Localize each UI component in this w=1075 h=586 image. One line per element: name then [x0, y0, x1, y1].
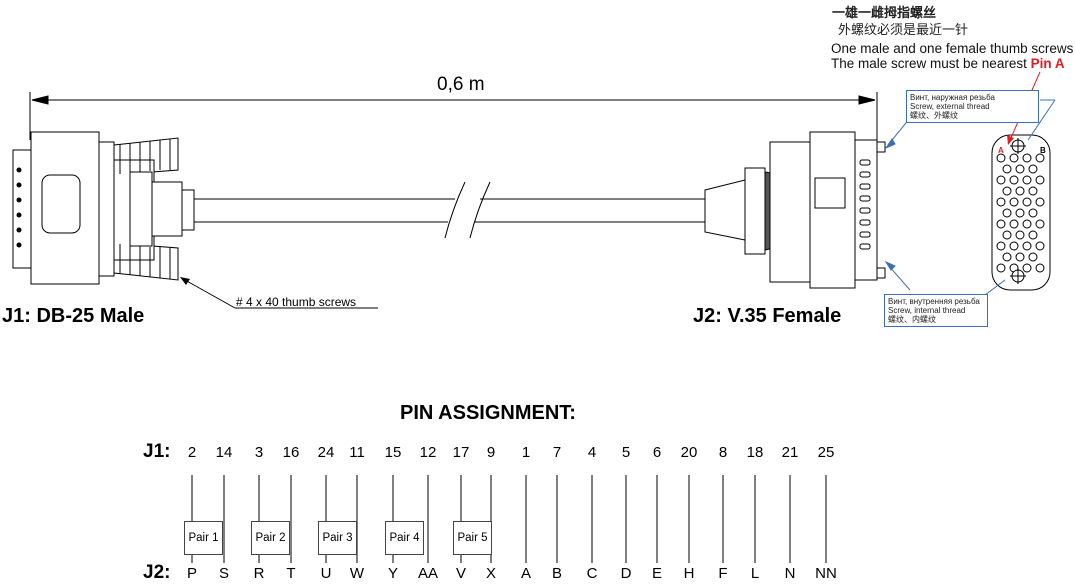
j1-pin: 25 [817, 444, 835, 461]
pair-box: Pair 1 [184, 521, 223, 555]
j2-pin: B [551, 565, 563, 582]
chinese-note-1: 一雄一雌拇指螺丝 [832, 5, 937, 20]
thumb-screws-label: # 4 x 40 thumb screws [236, 295, 357, 309]
j2-pin: R [253, 565, 265, 582]
j2-pin: P [186, 565, 198, 582]
j1-pin: 8 [718, 444, 728, 461]
j2-pin: H [683, 565, 695, 582]
pin-a-mark: A [998, 146, 1004, 155]
j1-title: J1: DB-25 Male [2, 305, 145, 327]
j1-pin: 11 [349, 444, 365, 461]
j2-pin: C [586, 565, 598, 582]
j1-pin: 17 [452, 444, 470, 461]
j2-pin: U [320, 565, 332, 582]
j2-pin: T [286, 565, 296, 582]
english-note-2: The male screw must be nearest Pin A [831, 56, 1065, 71]
j1-pin: 18 [746, 444, 764, 461]
pin-a-label: Pin A [1030, 56, 1065, 71]
callout-external-thread: Винт, наружная резьба Screw, external th… [906, 90, 1039, 123]
j1-connector [12, 131, 195, 285]
callout-line: Винт, внутренняя резьба [888, 297, 980, 306]
pair-box: Pair 2 [251, 521, 290, 555]
j2-pin: F [718, 565, 728, 582]
j1-pin: 6 [652, 444, 662, 461]
j2-pin: X [485, 565, 497, 582]
callout-line: 螺纹、内螺纹 [888, 315, 936, 324]
j1-pin: 21 [781, 444, 799, 461]
j2-label: J2: [143, 562, 171, 583]
cable-length: 0,6 m [437, 74, 485, 95]
j1-pin: 5 [621, 444, 631, 461]
j2-pin: A [520, 565, 532, 582]
j2-pin: V [455, 565, 467, 582]
callout-line: 螺纹、外螺纹 [910, 111, 958, 120]
j1-pin: 24 [317, 444, 335, 461]
j1-pin: 15 [384, 444, 402, 461]
callout-line: Винт, наружная резьба [910, 93, 995, 102]
cable [194, 181, 705, 239]
j1-pin: 4 [587, 444, 597, 461]
j2-pin: S [218, 565, 230, 582]
pair-box: Pair 3 [318, 521, 357, 555]
callout-line: Screw, internal thread [888, 306, 966, 315]
pair-box: Pair 4 [385, 521, 424, 555]
j2-pins [859, 159, 871, 250]
pair-box: Pair 5 [453, 521, 492, 555]
j2-pin: AA [417, 565, 439, 582]
j2-pin: Y [387, 565, 399, 582]
j1-pin: 9 [486, 444, 496, 461]
callout-internal-thread: Винт, внутренняя резьба Screw, internal … [884, 294, 988, 327]
j2-pin: N [784, 565, 796, 582]
j1-pin: 2 [187, 444, 197, 461]
dimension-line [29, 92, 878, 140]
j2-pin: E [651, 565, 663, 582]
pin-b-mark: B [1040, 146, 1046, 155]
j1-pin: 1 [521, 444, 531, 461]
j1-label: J1: [143, 441, 171, 462]
chinese-note-2: 外螺纹必须是最近一针 [838, 22, 969, 37]
j1-pin: 20 [680, 444, 698, 461]
j2-title: J2: V.35 Female [693, 305, 842, 327]
thumb-screw-ridges [119, 139, 171, 279]
callout-line: Screw, external thread [910, 102, 990, 111]
j2-pin: L [750, 565, 760, 582]
j2-pin: NN [815, 565, 837, 582]
j1-pin: 12 [419, 444, 437, 461]
note-text: The male screw must be nearest [831, 56, 1031, 71]
j1-pin: 16 [282, 444, 300, 461]
j1-pins [16, 167, 22, 248]
j2-pin: W [349, 565, 365, 582]
pin-assignment-title: PIN ASSIGNMENT: [400, 402, 576, 424]
english-note-1: One male and one female thumb screws [831, 41, 1074, 56]
j1-pin: 7 [552, 444, 562, 461]
j1-pin: 3 [254, 444, 264, 461]
j2-pin: D [620, 565, 632, 582]
j2-connector [704, 131, 886, 289]
v35-pin-face [991, 134, 1051, 291]
j1-pin: 14 [215, 444, 233, 461]
